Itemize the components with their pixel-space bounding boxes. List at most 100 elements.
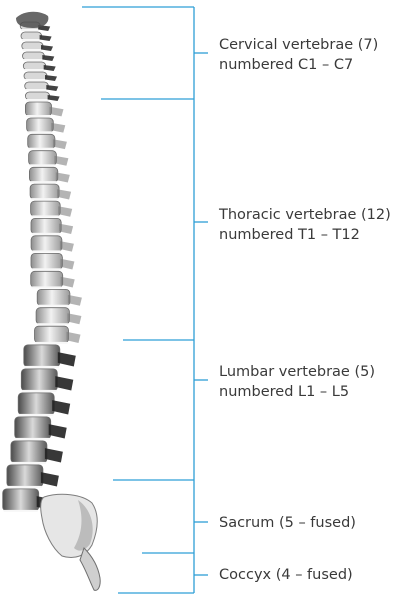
vertebra-process: [42, 55, 54, 61]
vertebra-body: [29, 167, 57, 182]
intervertebral-disc: [31, 198, 58, 200]
vertebra-process: [55, 376, 73, 390]
intervertebral-disc: [32, 286, 62, 288]
vertebra-body: [31, 201, 61, 216]
vertebra-body: [29, 151, 57, 166]
intervertebral-disc: [21, 29, 39, 31]
intervertebral-disc: [4, 510, 38, 512]
spine-illustration: [3, 12, 100, 591]
vertebra-process: [60, 259, 74, 270]
intervertebral-disc: [23, 49, 42, 51]
vertebra-process: [49, 424, 67, 438]
vertebra-body: [36, 308, 69, 325]
label-lumbar-line2: numbered L1 – L5: [219, 382, 375, 402]
label-coccyx-line1: Coccyx (4 – fused): [219, 565, 353, 585]
vertebra-body: [30, 184, 59, 199]
intervertebral-disc: [38, 305, 69, 307]
vertebra-process: [40, 35, 52, 41]
vertebra-process: [45, 75, 57, 81]
intervertebral-disc: [30, 164, 56, 166]
vertebra-process: [67, 332, 81, 343]
vertebra-body: [18, 393, 54, 415]
intervertebral-disc: [22, 39, 41, 41]
intervertebral-disc: [26, 89, 48, 91]
coccyx-bone: [80, 548, 100, 590]
intervertebral-disc: [24, 69, 44, 71]
intervertebral-disc: [26, 99, 48, 101]
vertebra-body: [31, 236, 62, 252]
vertebra-body: [37, 289, 70, 305]
vertebra-body: [28, 134, 55, 148]
vertebral-column: [3, 22, 70, 512]
vertebra-process: [48, 95, 60, 101]
vertebra-process: [51, 123, 65, 133]
vertebra-body: [3, 489, 39, 511]
vertebra-process: [58, 352, 76, 366]
vertebra-body: [24, 345, 60, 367]
label-thoracic: Thoracic vertebrae (12) numbered T1 – T1…: [219, 205, 391, 245]
vertebra-body: [31, 253, 62, 269]
intervertebral-disc: [37, 323, 68, 325]
label-thoracic-line1: Thoracic vertebrae (12): [219, 205, 391, 225]
vertebra-process: [67, 313, 81, 324]
vertebra-body: [35, 326, 69, 343]
vertebra-process: [41, 45, 53, 51]
vertebra-body: [7, 465, 43, 487]
vertebra-body: [22, 42, 43, 50]
vertebra-process: [56, 172, 70, 182]
label-sacrum-line1: Sacrum (5 – fused): [219, 513, 356, 533]
vertebra-body: [24, 72, 47, 80]
label-lumbar-line1: Lumbar vertebrae (5): [219, 362, 375, 382]
vertebra-process: [54, 156, 68, 166]
label-cervical-line1: Cervical vertebrae (7): [219, 35, 378, 55]
vertebra-process: [59, 224, 73, 234]
vertebra-body: [15, 417, 51, 439]
intervertebral-disc: [28, 131, 53, 133]
vertebra-body: [31, 271, 63, 287]
vertebra-process: [52, 400, 70, 414]
vertebra-process: [68, 295, 82, 306]
region-brackets: [82, 7, 208, 593]
vertebra-body: [31, 218, 61, 233]
label-cervical: Cervical vertebrae (7) numbered C1 – C7: [219, 35, 378, 75]
vertebra-process: [41, 472, 59, 486]
vertebra-process: [50, 107, 64, 117]
intervertebral-disc: [25, 366, 59, 368]
vertebra-process: [61, 277, 75, 288]
intervertebral-disc: [32, 215, 60, 217]
vertebra-process: [46, 85, 58, 91]
vertebra-process: [53, 139, 67, 149]
label-lumbar: Lumbar vertebrae (5) numbered L1 – L5: [219, 362, 375, 402]
intervertebral-disc: [22, 390, 56, 392]
vertebra-process: [45, 448, 63, 462]
intervertebral-disc: [25, 79, 46, 81]
vertebra-process: [57, 189, 71, 199]
vertebra-body: [11, 441, 47, 463]
intervertebral-disc: [32, 268, 61, 270]
vertebra-body: [27, 118, 54, 132]
vertebra-body: [25, 92, 49, 100]
vertebra-body: [25, 102, 51, 116]
vertebra-process: [44, 65, 56, 71]
intervertebral-disc: [32, 250, 61, 252]
vertebra-process: [58, 206, 72, 216]
vertebra-body: [23, 62, 45, 70]
label-thoracic-line2: numbered T1 – T12: [219, 225, 391, 245]
intervertebral-disc: [12, 462, 46, 464]
intervertebral-disc: [32, 233, 60, 235]
vertebra-process: [60, 241, 74, 252]
intervertebral-disc: [19, 414, 53, 416]
intervertebral-disc: [16, 438, 50, 440]
label-cervical-line2: numbered C1 – C7: [219, 55, 378, 75]
vertebra-body: [21, 369, 57, 391]
label-sacrum: Sacrum (5 – fused): [219, 513, 356, 533]
vertebra-body: [25, 82, 49, 90]
intervertebral-disc: [8, 486, 42, 488]
intervertebral-disc: [29, 148, 54, 150]
intervertebral-disc: [26, 115, 50, 117]
intervertebral-disc: [24, 59, 44, 61]
intervertebral-disc: [36, 342, 68, 344]
vertebra-body: [23, 52, 45, 60]
label-coccyx: Coccyx (4 – fused): [219, 565, 353, 585]
